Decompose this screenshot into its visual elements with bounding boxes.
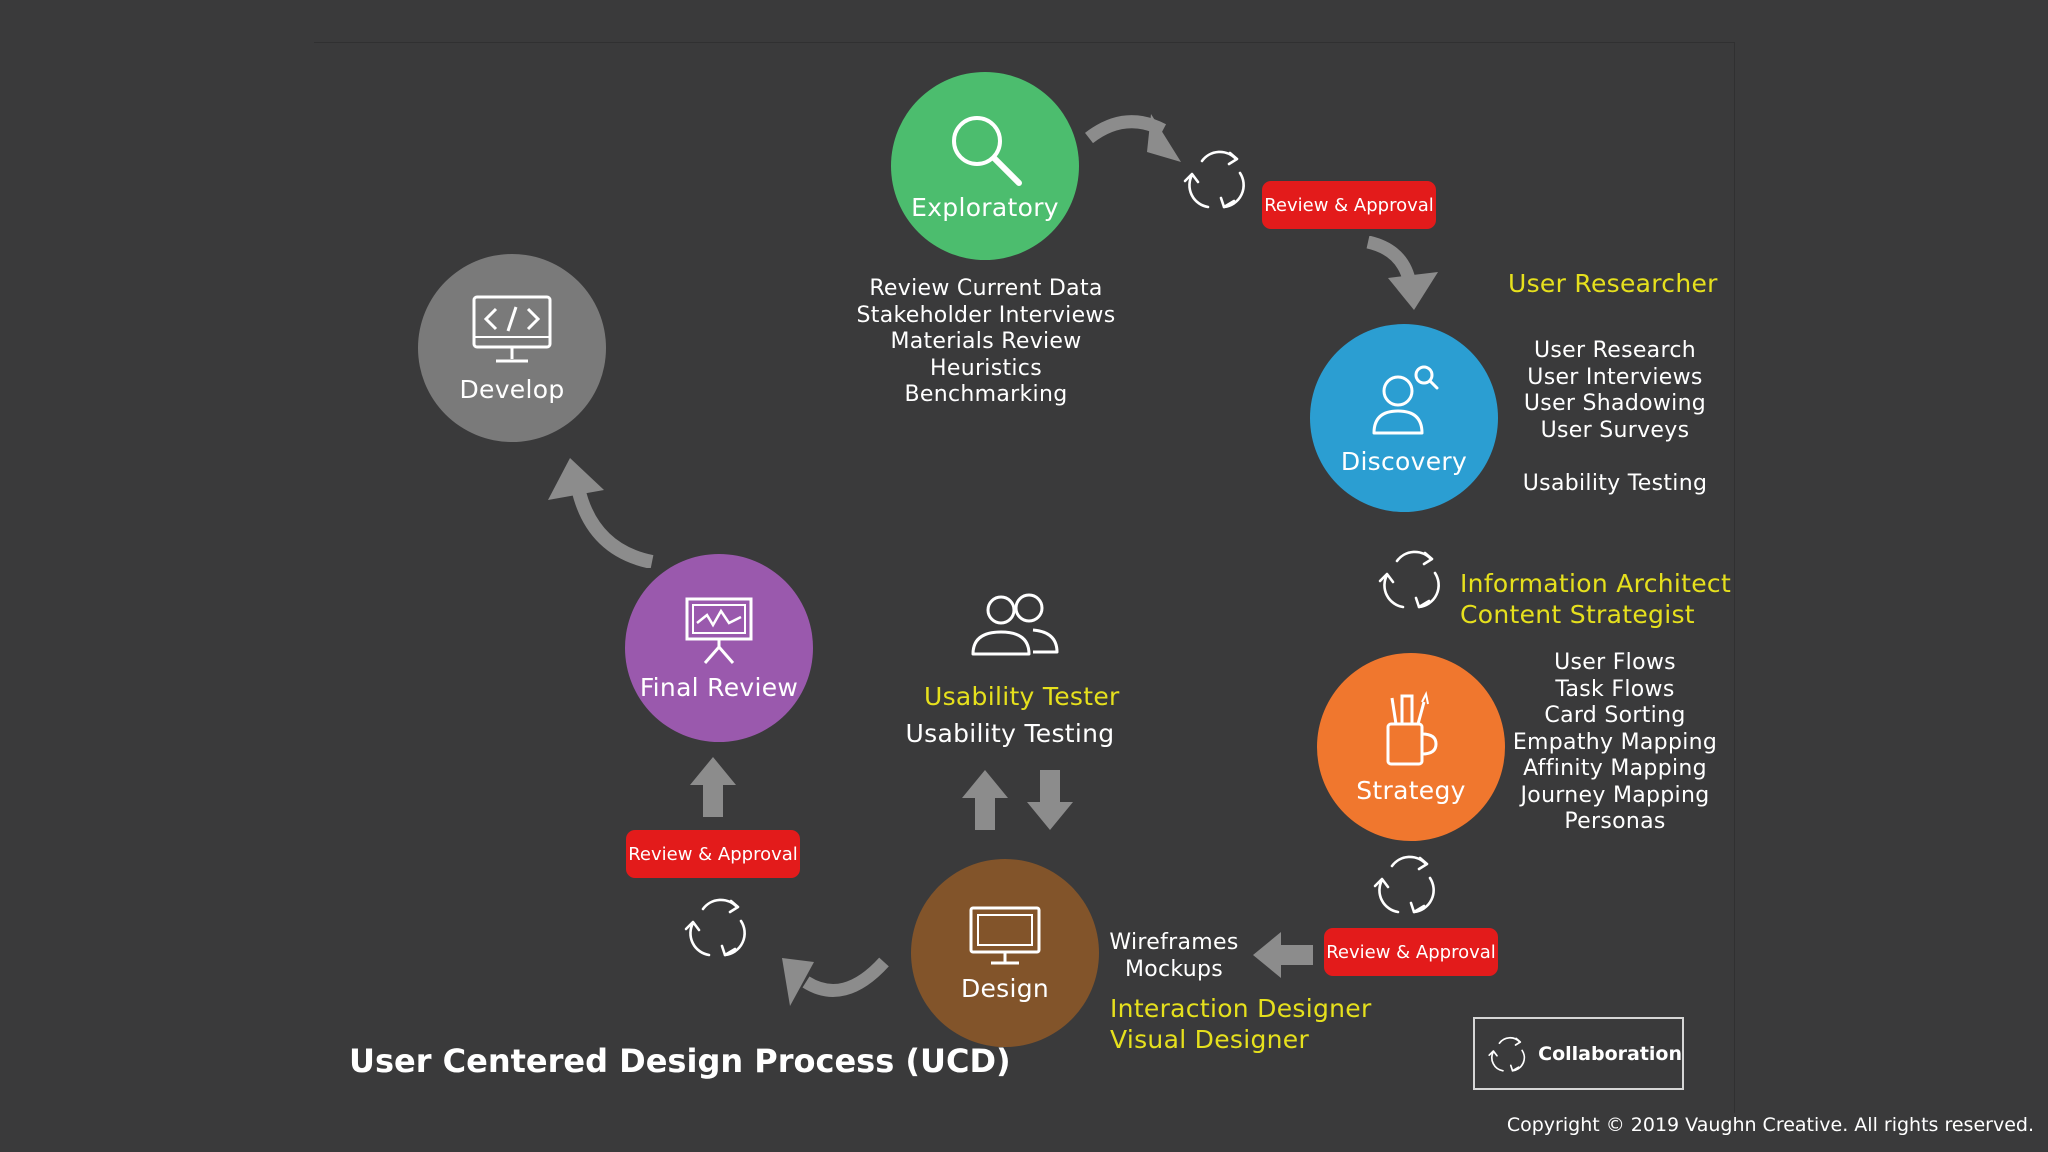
stage-label: Design (960, 973, 1050, 1003)
activity-item: User Shadowing (1523, 391, 1707, 416)
collaboration-legend: Collaboration (1473, 1017, 1684, 1090)
role-user-researcher: User Researcher (1508, 269, 1718, 298)
activity-item: Wireframes (1109, 930, 1239, 955)
arrow-up-to-testing (962, 770, 1008, 830)
stage-design: Design (911, 859, 1099, 1047)
stage-exploratory: Exploratory (891, 72, 1079, 260)
activity-item: Personas (1564, 809, 1666, 834)
stage-label: Develop (459, 374, 565, 404)
activity-item: User Surveys (1540, 417, 1690, 443)
flow-arrow-exploratory-to-review (1085, 114, 1181, 162)
stage-label: Discovery (1340, 446, 1468, 476)
monitor-icon (969, 906, 1041, 964)
collaboration-cycle-icon (684, 898, 746, 957)
stage-final-review: Final Review (625, 554, 813, 742)
activity-item: Empathy Mapping (1512, 729, 1718, 755)
stage-label: Final Review (639, 672, 799, 702)
activity-item: User Interviews (1527, 364, 1703, 390)
pencil-cup-icon (1386, 690, 1438, 765)
presentation-board-icon (685, 597, 753, 664)
code-monitor-icon (472, 295, 552, 362)
stage-label: Exploratory (911, 192, 1059, 222)
flow-arrow-finalreview-to-develop (548, 458, 654, 568)
role-interaction-designer: Interaction Designer (1110, 994, 1372, 1023)
usability-testing-label: Usability Testing (905, 719, 1115, 748)
review-approval-badge: Review & Approval (1324, 928, 1498, 976)
role-usability-tester: Usability Tester (924, 682, 1120, 711)
role-visual-designer: Visual Designer (1110, 1025, 1310, 1054)
stage-label: Strategy (1356, 775, 1466, 805)
collaboration-cycle-icon (1488, 1036, 1526, 1072)
arrow-left-to-design (1253, 932, 1313, 978)
exploratory-activities: Review Current Data Stakeholder Intervie… (836, 276, 1136, 409)
flow-arrow-design-to-review (782, 957, 889, 1006)
design-activities: Wireframes Mockups (1098, 930, 1250, 983)
collaboration-cycle-icon (1183, 150, 1245, 209)
activity-item: Materials Review (890, 329, 1082, 354)
flow-arrow-review-to-discovery (1366, 236, 1438, 310)
stage-strategy: Strategy (1317, 653, 1505, 841)
role-content-strategist: Content Strategist (1460, 600, 1695, 629)
activity-item: Affinity Mapping (1523, 756, 1707, 781)
activity-item: Mockups (1124, 956, 1224, 982)
activity-item: Card Sorting (1544, 703, 1686, 728)
discovery-activities: User Research User Interviews User Shado… (1500, 338, 1730, 444)
arrow-down-to-design (1027, 770, 1073, 830)
collaboration-cycle-icon (1378, 550, 1440, 609)
activity-item: Stakeholder Interviews (856, 302, 1116, 328)
review-approval-badge: Review & Approval (626, 830, 800, 878)
magnifier-icon (952, 115, 1022, 186)
strategy-activities: User Flows Task Flows Card Sorting Empat… (1490, 650, 1740, 836)
stage-discovery: Discovery (1310, 324, 1498, 512)
stage-develop: Develop (418, 254, 606, 442)
legend-label: Collaboration (1538, 1042, 1682, 1065)
activity-item: Review Current Data (869, 276, 1103, 301)
collaboration-cycle-icon (1373, 855, 1435, 914)
activity-item: User Research (1534, 338, 1696, 363)
discovery-usability-testing: Usability Testing (1522, 471, 1708, 496)
diagram-title: User Centered Design Process (UCD) (349, 1042, 1011, 1080)
activity-item: User Flows (1554, 650, 1676, 675)
slide-frame (314, 42, 1735, 1113)
arrow-up-to-finalreview (690, 757, 736, 817)
review-approval-badge: Review & Approval (1262, 181, 1436, 229)
activity-item: Benchmarking (904, 382, 1068, 407)
activity-item: Journey Mapping (1520, 782, 1710, 808)
copyright-notice: Copyright © 2019 Vaughn Creative. All ri… (1506, 1114, 2034, 1136)
activity-item: Heuristics (930, 355, 1042, 381)
activity-item: Task Flows (1555, 676, 1675, 702)
user-search-icon (1372, 365, 1439, 434)
role-information-architect: Information Architect (1460, 569, 1732, 598)
users-group-icon (971, 593, 1059, 656)
